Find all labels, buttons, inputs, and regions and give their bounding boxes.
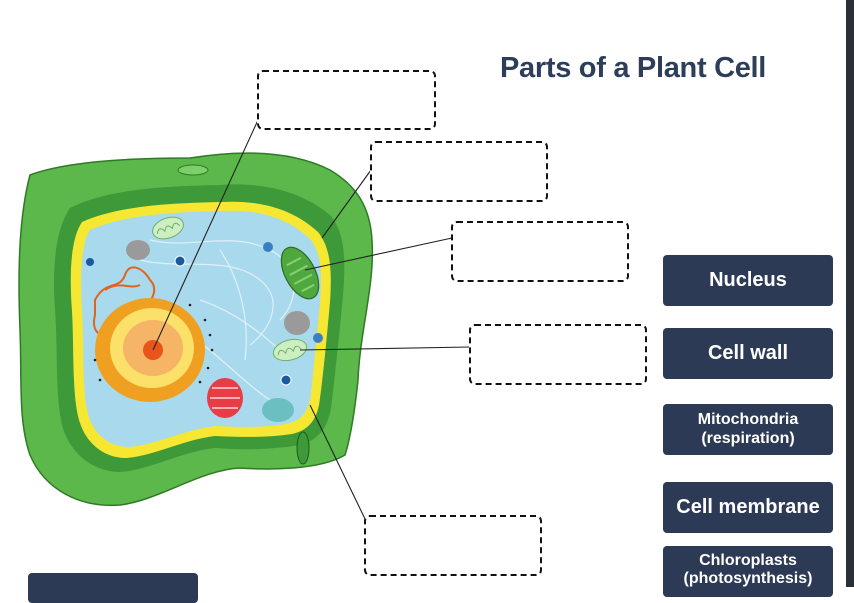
- vesicle-grey-2: [284, 311, 310, 335]
- top-vesicle: [177, 164, 209, 176]
- label-subtext: (respiration): [701, 429, 795, 447]
- label-tile-cell-wall[interactable]: Cell wall: [663, 328, 833, 379]
- page-title: Parts of a Plant Cell: [500, 52, 767, 84]
- label-text: Cell wall: [707, 342, 789, 364]
- label-tile-cell-membrane[interactable]: Cell membrane: [663, 482, 833, 533]
- mitochondrion-1: [152, 216, 184, 240]
- drop-zone-5[interactable]: [364, 515, 542, 576]
- label-tile-partial[interactable]: [28, 573, 198, 603]
- leader-lines: [152, 119, 471, 522]
- label-text: Cell membrane: [676, 496, 820, 518]
- mitochondrion-2: [272, 338, 308, 362]
- drop-zone-2[interactable]: [370, 141, 548, 202]
- window-edge: [846, 0, 854, 587]
- label-tile-mitochondria[interactable]: Mitochondria (respiration): [663, 404, 833, 455]
- drop-zone-4[interactable]: [469, 324, 647, 385]
- bottom-vesicle: [296, 431, 310, 465]
- label-subtext: (photosynthesis): [683, 570, 813, 588]
- vesicle-teal: [262, 398, 294, 422]
- drop-zone-3[interactable]: [451, 221, 629, 282]
- label-text: Nucleus: [709, 269, 787, 291]
- golgi-apparatus: [207, 378, 243, 418]
- label-text: Mitochondria: [697, 411, 799, 429]
- chloroplast: [280, 246, 320, 300]
- drop-zone-1[interactable]: [257, 70, 436, 130]
- label-tile-chloroplasts[interactable]: Chloroplasts (photosynthesis): [663, 546, 833, 597]
- vesicle-grey-1: [126, 240, 150, 260]
- label-tile-nucleus[interactable]: Nucleus: [663, 255, 833, 306]
- label-text: Chloroplasts: [699, 552, 797, 569]
- plant-cell-diagram: [18, 119, 471, 522]
